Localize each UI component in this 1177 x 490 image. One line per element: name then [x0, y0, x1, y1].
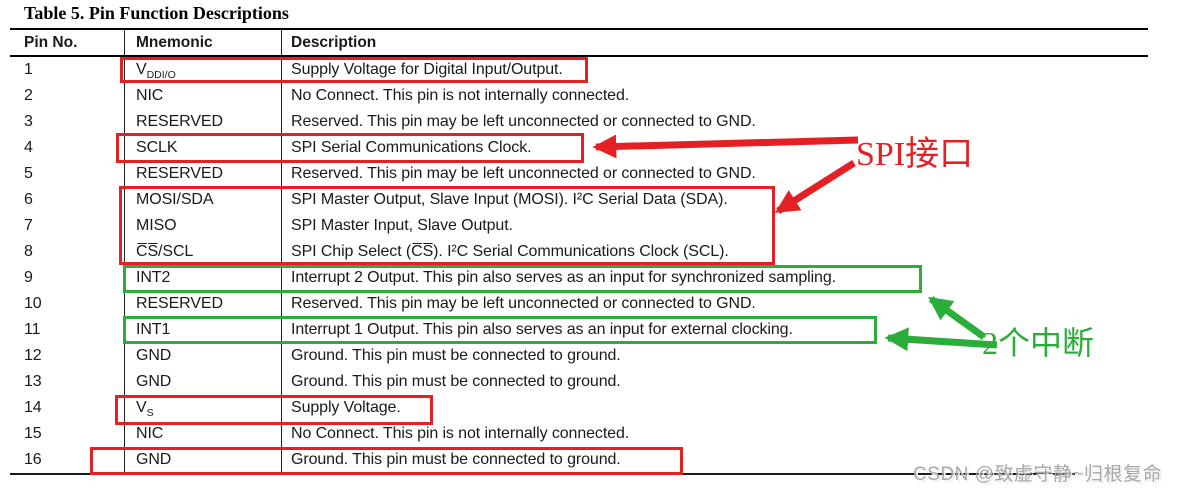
mnemonic-cell: RESERVED	[124, 291, 281, 317]
header-description: Description	[281, 30, 1148, 55]
description-cell: Supply Voltage for Digital Input/Output.	[281, 57, 1148, 83]
mnemonic-cell: C̅S̅/SCL	[124, 239, 281, 265]
pin-cell: 15	[24, 425, 42, 442]
mnemonic-cell: GND	[124, 447, 281, 473]
description-cell: Reserved. This pin may be left unconnect…	[281, 291, 1148, 317]
description-cell: Ground. This pin must be connected to gr…	[281, 369, 1148, 395]
table-row: 14 VS Supply Voltage.	[10, 395, 1148, 421]
pin-function-table: Pin No. Mnemonic Description 1 VDDI/O Su…	[10, 28, 1148, 473]
pin-cell: 13	[24, 373, 42, 390]
table-row: 12 GND Ground. This pin must be connecte…	[10, 343, 1148, 369]
table-row: 8 C̅S̅/SCL SPI Chip Select (C̅S̅). I²C S…	[10, 239, 1148, 265]
table-row: 4 SCLK SPI Serial Communications Clock.	[10, 135, 1148, 161]
table-row: 16 GND Ground. This pin must be connecte…	[10, 447, 1148, 473]
description-cell: SPI Chip Select (C̅S̅). I²C Serial Commu…	[281, 239, 1148, 265]
pin-cell: 11	[24, 321, 41, 338]
pin-cell: 8	[24, 243, 33, 260]
pin-cell: 2	[24, 87, 33, 104]
pin-cell: 7	[24, 217, 33, 234]
description-cell: Interrupt 1 Output. This pin also serves…	[281, 317, 1148, 343]
green-highlight-box-int1	[123, 316, 877, 344]
pin-cell: 6	[24, 191, 33, 208]
red-highlight-box-spi-pins	[119, 186, 775, 265]
table-title: Table 5. Pin Function Descriptions	[24, 3, 289, 23]
mnemonic-cell: NIC	[124, 83, 281, 109]
table-row: 3 RESERVED Reserved. This pin may be lef…	[10, 109, 1148, 135]
pin-cell: 5	[24, 165, 33, 182]
pin-cell: 4	[24, 139, 33, 156]
table-body: 1 VDDI/O Supply Voltage for Digital Inpu…	[10, 57, 1148, 473]
mnemonic-cell: RESERVED	[124, 109, 281, 135]
pin-cell: 14	[24, 399, 42, 416]
table-row: 15 NIC No Connect. This pin is not inter…	[10, 421, 1148, 447]
pin-cell: 3	[24, 113, 33, 130]
table-row: 10 RESERVED Reserved. This pin may be le…	[10, 291, 1148, 317]
description-cell: Ground. This pin must be connected to gr…	[281, 447, 1148, 473]
mnemonic-cell: VS	[124, 395, 281, 421]
mnemonic-cell: GND	[124, 343, 281, 369]
mnemonic-cell: SCLK	[124, 135, 281, 161]
table-row: 13 GND Ground. This pin must be connecte…	[10, 369, 1148, 395]
description-cell: Ground. This pin must be connected to gr…	[281, 343, 1148, 369]
table-row: 11 INT1 Interrupt 1 Output. This pin als…	[10, 317, 1148, 343]
pin-cell: 10	[24, 295, 42, 312]
table-row: 9 INT2 Interrupt 2 Output. This pin also…	[10, 265, 1148, 291]
csdn-watermark: CSDN @致虚守静~归根复命	[913, 464, 1162, 485]
header-mnemonic: Mnemonic	[124, 30, 281, 55]
description-cell: Reserved. This pin may be left unconnect…	[281, 161, 1148, 187]
description-cell: No Connect. This pin is not internally c…	[281, 421, 1148, 447]
red-highlight-box-gnd16	[90, 447, 683, 475]
red-highlight-box-vddio	[120, 57, 588, 83]
description-cell: No Connect. This pin is not internally c…	[281, 83, 1148, 109]
spi-interface-callout: SPI接口	[856, 136, 974, 173]
table-row: 7 MISO SPI Master Input, Slave Output.	[10, 213, 1148, 239]
red-highlight-box-vs	[115, 395, 433, 425]
two-interrupts-callout: 2个中断	[982, 325, 1095, 361]
pin-cell: 16	[24, 451, 42, 468]
description-cell: SPI Serial Communications Clock.	[281, 135, 1148, 161]
pin-cell: 1	[24, 61, 33, 78]
mnemonic-cell: NIC	[124, 421, 281, 447]
description-cell: Supply Voltage.	[281, 395, 1148, 421]
table-row: 6 MOSI/SDA SPI Master Output, Slave Inpu…	[10, 187, 1148, 213]
table-row: 2 NIC No Connect. This pin is not intern…	[10, 83, 1148, 109]
description-cell: Interrupt 2 Output. This pin also serves…	[281, 265, 1148, 291]
table-row: 1 VDDI/O Supply Voltage for Digital Inpu…	[10, 57, 1148, 83]
mnemonic-cell: GND	[124, 369, 281, 395]
mnemonic-cell: MOSI/SDA	[124, 187, 281, 213]
pin-cell: 12	[24, 347, 42, 364]
description-cell: Reserved. This pin may be left unconnect…	[281, 109, 1148, 135]
mnemonic-cell: MISO	[124, 213, 281, 239]
mnemonic-cell: RESERVED	[124, 161, 281, 187]
red-highlight-box-sclk	[116, 133, 584, 163]
header-pin-no: Pin No.	[24, 34, 78, 51]
mnemonic-cell: VDDI/O	[124, 57, 281, 83]
pin-cell: 9	[24, 269, 33, 286]
description-cell: SPI Master Output, Slave Input (MOSI). I…	[281, 187, 1148, 213]
table-row: 5 RESERVED Reserved. This pin may be lef…	[10, 161, 1148, 187]
table-header-row: Pin No. Mnemonic Description	[10, 30, 1148, 57]
description-cell: SPI Master Input, Slave Output.	[281, 213, 1148, 239]
green-highlight-box-int2	[123, 265, 922, 293]
